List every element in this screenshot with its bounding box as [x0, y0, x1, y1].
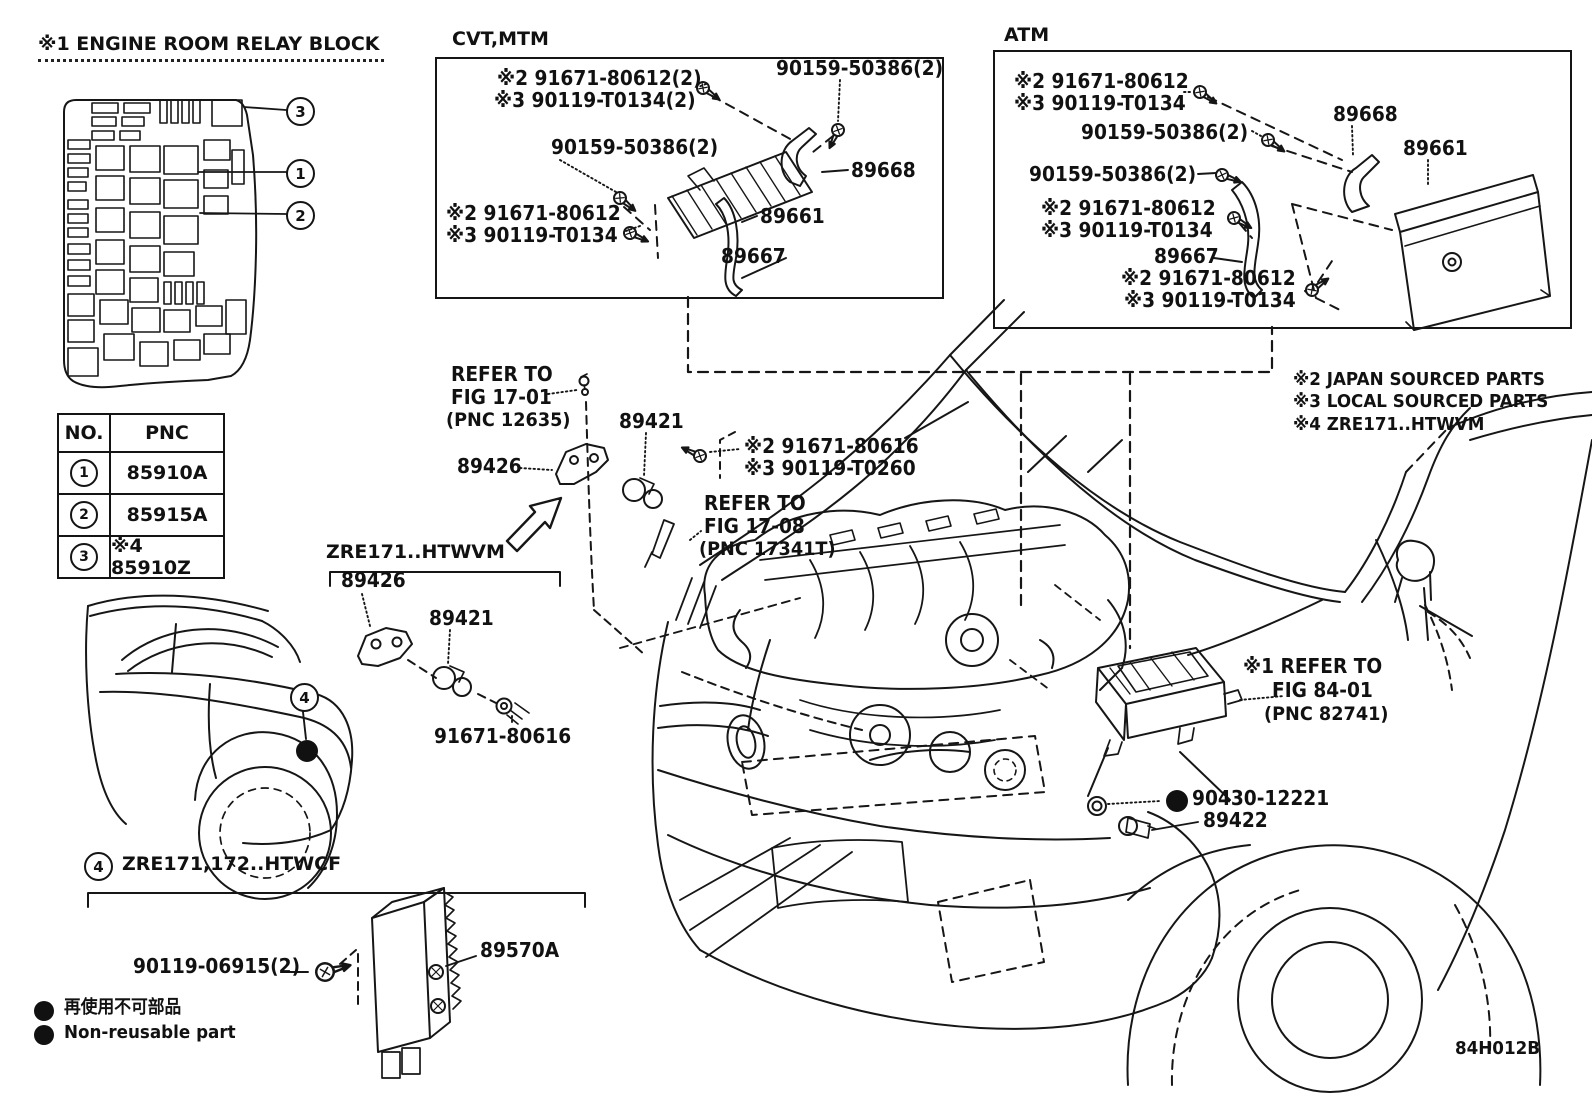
pnc-value: ※4 85910Z [111, 535, 191, 579]
part-label: ※3 90119-T0134 [1041, 218, 1213, 242]
row-callout-1: 1 [70, 459, 98, 487]
legend-dot-icon [34, 1025, 54, 1045]
part-label: 90159-50386(2) [776, 56, 944, 80]
variant-heading: ZRE171,172..HTWCF [122, 853, 342, 875]
refer-note: REFER TO [451, 362, 553, 386]
part-label: 89668 [1333, 102, 1398, 126]
fender-relay-tray-illustration [1087, 647, 1285, 801]
table-row: 1 85910A [59, 451, 223, 493]
part-label: 89422 [1203, 808, 1268, 832]
center-parts-illustration [505, 373, 1123, 656]
atm-box [993, 50, 1572, 329]
refer-note: FIG 84-01 [1272, 678, 1373, 702]
cvt-assembly-illustration [559, 78, 849, 297]
part-label: ※2 91671-80612 [1041, 196, 1216, 220]
sourcing-note: ※4 ZRE171..HTWVM [1293, 414, 1485, 435]
part-label: 89667 [1154, 244, 1219, 268]
part-label: ※3 90119-T0260 [744, 456, 916, 480]
leader-bus [686, 295, 1274, 650]
part-label: 89421 [619, 409, 684, 433]
relay-block-illustration [63, 99, 287, 389]
variant-heading: ZRE171..HTWVM [326, 541, 505, 563]
refer-note: REFER TO [704, 491, 806, 515]
refer-note: FIG 17-08 [704, 514, 805, 538]
non-reusable-dot-icon [1166, 790, 1188, 812]
table-header-pnc: PNC [145, 422, 189, 444]
engine-illustration [619, 499, 1131, 773]
part-label: ※3 90119-T0134 [446, 223, 618, 247]
htwcf-subsection-illustration [87, 887, 586, 1079]
callout-4-icon: 4 [84, 852, 113, 881]
part-label: 90430-12221 [1192, 786, 1330, 810]
part-label: ※3 90119-T0134 [1124, 288, 1296, 312]
knock-sensor-illustration [1087, 796, 1199, 839]
pnc-value: 85910A [126, 462, 208, 484]
figure-code: 84H012B [1455, 1038, 1541, 1059]
refer-note: ※1 REFER TO [1243, 654, 1383, 678]
part-label: 89421 [429, 606, 494, 630]
part-label: 89426 [457, 454, 522, 478]
part-label: ※2 91671-80612 [446, 201, 621, 225]
callout-4-icon: 4 [290, 683, 319, 712]
table-row: 3 ※4 85910Z [59, 535, 223, 579]
htwvm-subsection-illustration [329, 571, 561, 725]
table-header-no: NO. [59, 415, 111, 451]
part-label: 90119-06915(2) [133, 954, 301, 978]
part-label: 90159-50386(2) [1029, 162, 1197, 186]
part-label: ※2 91671-80612(2) [497, 66, 702, 90]
part-label: ※2 91671-80612 [1014, 69, 1189, 93]
pnc-table: NO. PNC 1 85910A 2 85915A 3 ※4 85910Z [57, 413, 225, 579]
part-label: 89661 [760, 204, 825, 228]
sourcing-note: ※3 LOCAL SOURCED PARTS [1293, 391, 1549, 412]
part-label: ※3 90119-T0134 [1014, 91, 1186, 115]
part-label: 91671-80616 [434, 724, 572, 748]
refer-note-pnc: (PNC 17341T) [699, 538, 836, 560]
refer-note-pnc: (PNC 12635) [446, 409, 571, 431]
part-label: 89426 [341, 568, 406, 592]
refer-note-pnc: (PNC 82741) [1264, 703, 1389, 725]
part-label: 89667 [721, 244, 786, 268]
part-label: ※3 90119-T0134(2) [494, 88, 696, 112]
table-row: 2 85915A [59, 493, 223, 535]
callout-1-icon: 1 [286, 159, 315, 188]
row-callout-2: 2 [70, 501, 98, 529]
atm-assembly-illustration [1183, 82, 1551, 331]
atm-panel-title: ATM [1004, 24, 1050, 46]
page-title: ※1 ENGINE ROOM RELAY BLOCK [38, 33, 384, 62]
part-label: ※2 91671-80616 [744, 434, 919, 458]
row-callout-3: 3 [70, 543, 98, 571]
part-label: 89668 [851, 158, 916, 182]
legend-text-jp: 再使用不可部品 [64, 997, 182, 1018]
legend-dot-icon [34, 1001, 54, 1021]
part-label: 89661 [1403, 136, 1468, 160]
front-car-illustration [651, 299, 1592, 1093]
part-label: 90159-50386(2) [1081, 120, 1249, 144]
pnc-value: 85915A [126, 504, 208, 526]
callout-2-icon: 2 [286, 201, 315, 230]
legend-text-en: Non-reusable part [64, 1022, 236, 1043]
callout-3-icon: 3 [286, 97, 315, 126]
sourcing-note: ※2 JAPAN SOURCED PARTS [1293, 369, 1545, 390]
part-label: 89570A [480, 938, 560, 962]
cvt-mtm-box [435, 57, 944, 299]
cvt-panel-title: CVT,MTM [452, 28, 549, 50]
refer-note: FIG 17-01 [451, 385, 552, 409]
part-label: ※2 91671-80612 [1121, 266, 1296, 290]
part-label: 90159-50386(2) [551, 135, 719, 159]
rear-car-illustration [85, 594, 354, 900]
